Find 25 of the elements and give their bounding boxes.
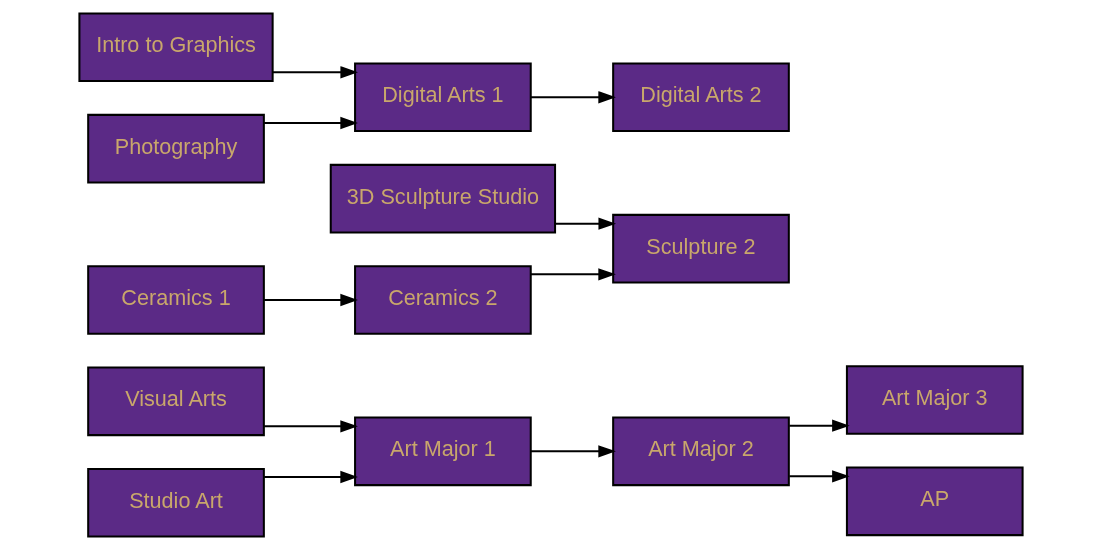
arrow [789, 419, 850, 432]
arrow [264, 116, 358, 130]
node-box: Ceramics 1 [87, 265, 265, 335]
node-box: Photography [87, 113, 265, 184]
arrow [789, 470, 850, 483]
node-box: Digital Arts 2 [612, 62, 790, 133]
node-box: Visual Arts [87, 366, 265, 437]
node-box: 3D Sculpture Studio [329, 163, 557, 234]
node-box: Ceramics 2 [354, 265, 532, 335]
arrow [264, 293, 358, 307]
node-box: AP [845, 466, 1024, 537]
arrow [531, 268, 616, 281]
arrow [531, 445, 616, 458]
arrow [264, 470, 358, 484]
arrow [272, 66, 358, 79]
arrow [264, 420, 358, 433]
node-box: Art Major 1 [354, 416, 532, 487]
node-box: Studio Art [87, 467, 265, 538]
node-box: Sculpture 2 [612, 213, 790, 284]
arrow [531, 91, 616, 104]
node-box: Intro to Graphics [78, 12, 274, 83]
arrow [555, 217, 617, 230]
node-box: Art Major 2 [612, 416, 790, 487]
node-box: Digital Arts 1 [354, 62, 532, 133]
node-box: Art Major 3 [845, 365, 1024, 435]
